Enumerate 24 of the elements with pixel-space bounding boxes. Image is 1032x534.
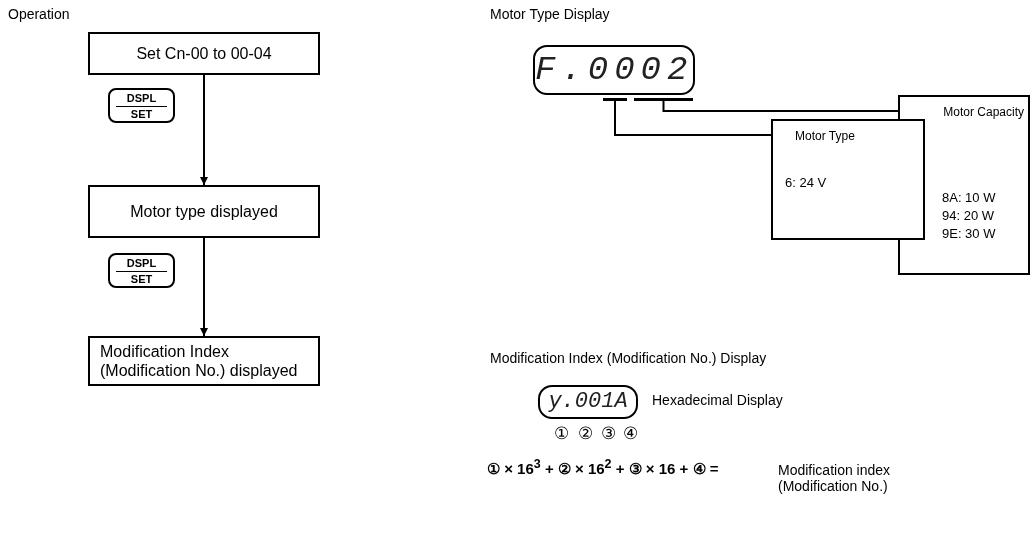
digit-number: ①: [554, 423, 569, 444]
digit-underline: [603, 98, 627, 101]
process-box: Motor type displayed: [88, 185, 320, 238]
process-box: Set Cn-00 to 00-04: [88, 32, 320, 75]
heading: Modification Index (Modification No.) Display: [490, 350, 767, 366]
digit-number: ②: [578, 423, 593, 444]
result-text: Modification index (Modification No.): [778, 462, 892, 494]
arrow: [200, 74, 208, 186]
digit-number: ③: [601, 423, 616, 444]
info-box: Motor Type 6: 24 V: [771, 119, 925, 240]
leader-line: [662, 100, 899, 112]
arrow: [200, 237, 208, 337]
heading: Motor Type Display: [490, 6, 610, 22]
key-icon: DSPL SET: [108, 253, 175, 288]
key-icon: DSPL SET: [108, 88, 175, 123]
process-box: Modification Index (Modification No.) displayed: [88, 336, 320, 386]
leader-line: [614, 100, 772, 136]
formula: ① × 16$^{3}$ + ② × 16$^{2}$ + ③ × 16 + ④ =: [487, 457, 719, 478]
digit-number: ④: [623, 423, 638, 444]
segment-display: F.0002: [533, 45, 695, 95]
digit-underline: [634, 98, 693, 101]
segment-display: y.001A: [538, 385, 638, 419]
heading: Operation: [8, 6, 70, 22]
display-caption: Hexadecimal Display: [652, 392, 783, 408]
